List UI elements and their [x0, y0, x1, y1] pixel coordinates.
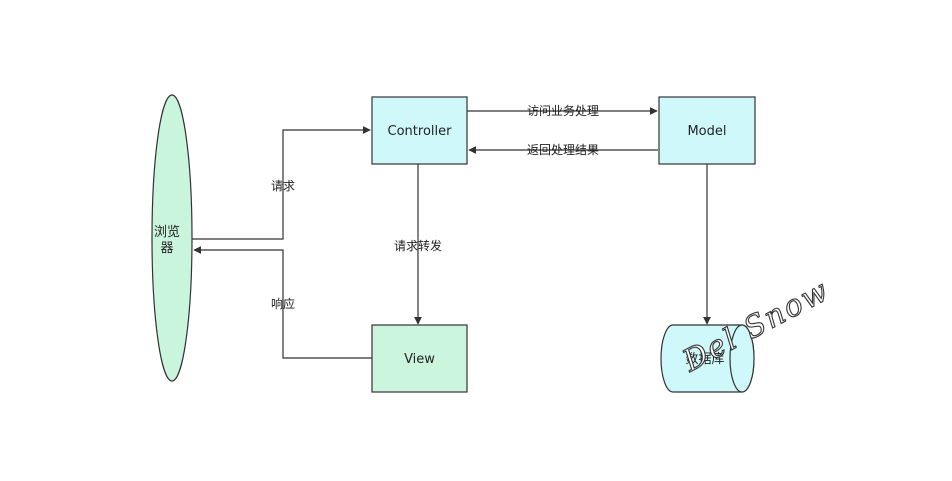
- model-box: [658, 96, 756, 165]
- edge-response: 响应: [193, 246, 372, 359]
- browser-label-line1: 浏览: [154, 224, 180, 240]
- controller-box: [371, 96, 468, 165]
- return-result-label: 返回处理结果: [527, 143, 599, 157]
- view-node: View: [371, 324, 468, 393]
- browser-shape: [151, 94, 193, 382]
- forward-label: 请求转发: [394, 238, 442, 253]
- browser-label-line2: 器: [160, 241, 173, 256]
- request-label: 请求: [271, 179, 295, 193]
- edge-request: 请求: [192, 126, 371, 240]
- view-label: View: [404, 352, 435, 367]
- edge-return-result: 返回处理结果: [468, 143, 658, 157]
- database-node: 数据库: [660, 324, 755, 393]
- controller-node: Controller: [371, 96, 468, 165]
- response-label: 响应: [271, 296, 295, 311]
- access-business-label: 访问业务处理: [527, 103, 599, 118]
- database-cylinder-cap: [729, 324, 755, 393]
- model-node: Model: [658, 96, 756, 165]
- view-box: [371, 324, 468, 393]
- edge-access-business: 访问业务处理: [467, 103, 658, 118]
- edge-forward: 请求转发: [394, 164, 442, 325]
- database-label: 数据库: [685, 351, 724, 367]
- request-connector: [192, 126, 371, 240]
- controller-label: Controller: [388, 124, 453, 139]
- browser-node: 浏览 器: [151, 94, 193, 382]
- model-label: Model: [687, 124, 726, 139]
- response-connector: [193, 246, 372, 359]
